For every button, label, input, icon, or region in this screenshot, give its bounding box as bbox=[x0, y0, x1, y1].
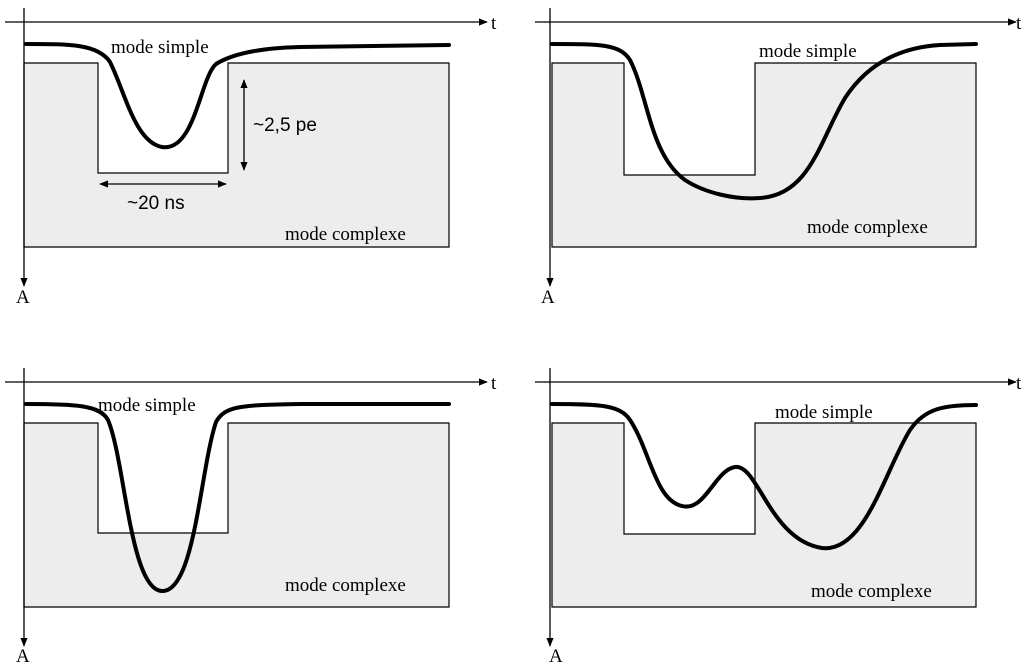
height-annotation: ~2,5 pe bbox=[253, 115, 317, 136]
mode-complexe-region bbox=[23, 422, 450, 608]
mode-simple-label: mode simple bbox=[759, 41, 857, 62]
mode-complexe-label: mode complexe bbox=[285, 575, 406, 596]
axis-a-label: A bbox=[16, 287, 30, 308]
mode-complexe-region bbox=[23, 62, 450, 248]
pulse-curve bbox=[550, 42, 978, 201]
mode-simple-label: mode simple bbox=[775, 402, 873, 423]
mode-simple-label: mode simple bbox=[111, 37, 209, 58]
mode-complexe-label: mode complexe bbox=[811, 581, 932, 602]
axis-t-label: t bbox=[1016, 373, 1022, 394]
axis-a-label: A bbox=[541, 287, 555, 308]
panel-bottom-left: t A mode simple mode complexe bbox=[5, 368, 497, 664]
pulse-curve bbox=[550, 402, 978, 551]
axis-t-label: t bbox=[491, 373, 497, 394]
mode-simple-label: mode simple bbox=[98, 395, 196, 416]
mode-complexe-label: mode complexe bbox=[285, 224, 406, 245]
mode-complexe-region bbox=[551, 422, 977, 608]
axis-a-label: A bbox=[549, 646, 563, 664]
axis-a-label: A bbox=[16, 646, 30, 664]
axis-t-label: t bbox=[1016, 13, 1022, 34]
pulse-curve bbox=[24, 402, 451, 594]
mode-complexe-label: mode complexe bbox=[807, 217, 928, 238]
pulse-curve bbox=[24, 42, 451, 150]
mode-complexe-region bbox=[551, 62, 977, 248]
panel-top-right: t A mode simple mode complexe bbox=[535, 8, 1022, 308]
width-annotation: ~20 ns bbox=[127, 193, 185, 214]
panel-bottom-right: t A mode simple mode complexe bbox=[535, 368, 1022, 664]
panel-top-left: t A mode simple mode complexe ~2,5 pe ~2… bbox=[5, 8, 497, 308]
axis-t-label: t bbox=[491, 13, 497, 34]
